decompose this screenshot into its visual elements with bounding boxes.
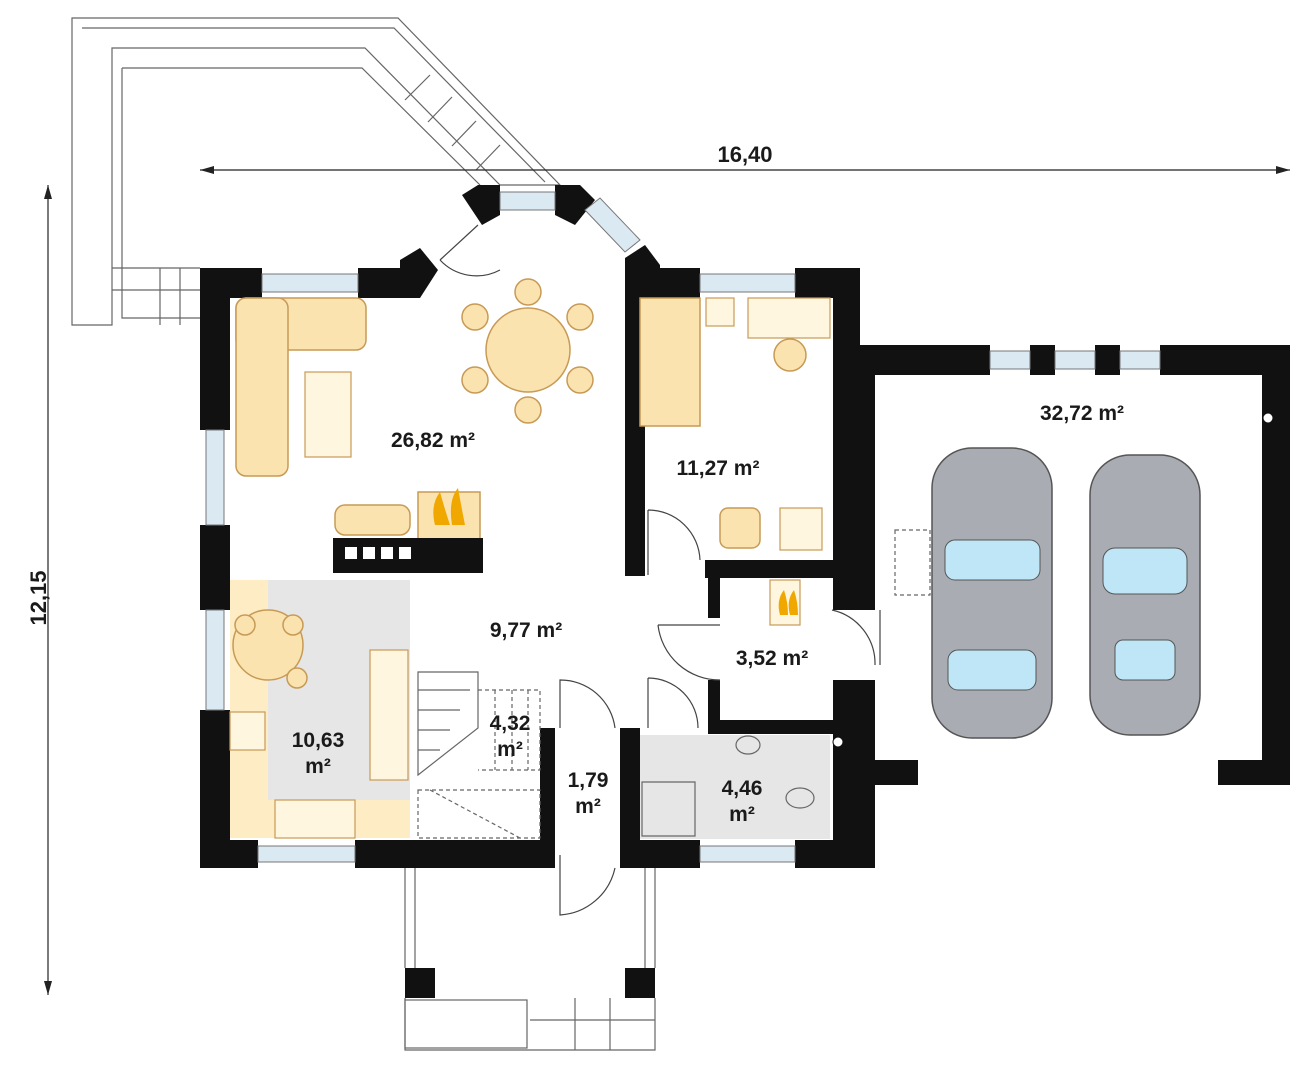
garage-area: 32,72 m² <box>1040 402 1124 425</box>
doors <box>439 224 1274 916</box>
living-furniture <box>235 278 594 573</box>
bedroom-furniture <box>639 297 831 551</box>
bathroom-floor <box>640 735 830 839</box>
vestibule-area-value: 1,79 <box>568 769 609 792</box>
stairs <box>417 671 541 839</box>
bathroom-area-unit: m² <box>729 803 755 826</box>
width-label: 16,40 <box>717 142 772 167</box>
dimension-width: 16,40 <box>200 142 1290 174</box>
car-left <box>931 447 1053 739</box>
kitchen-area-value: 10,63 <box>292 729 345 752</box>
windows <box>205 191 1161 863</box>
walls <box>200 185 1290 998</box>
kitchen-area-unit: m² <box>305 755 331 778</box>
boiler-room-area: 3,52 m² <box>736 647 808 670</box>
porch <box>404 868 656 1051</box>
terrace <box>71 17 562 326</box>
living-room-area: 26,82 m² <box>391 429 475 452</box>
car-right <box>1089 454 1201 736</box>
fixtures <box>229 579 815 839</box>
bedroom-area: 11,27 m² <box>677 457 760 480</box>
vestibule-area-unit: m² <box>575 795 601 818</box>
depth-label: 12,15 <box>26 570 51 625</box>
hall-area: 9,77 m² <box>490 619 562 642</box>
stairs-area-unit: m² <box>497 738 523 761</box>
dimension-depth: 12,15 <box>26 185 52 995</box>
bathroom-area-value: 4,46 <box>722 777 763 800</box>
stairs-area-value: 4,32 <box>490 712 531 735</box>
